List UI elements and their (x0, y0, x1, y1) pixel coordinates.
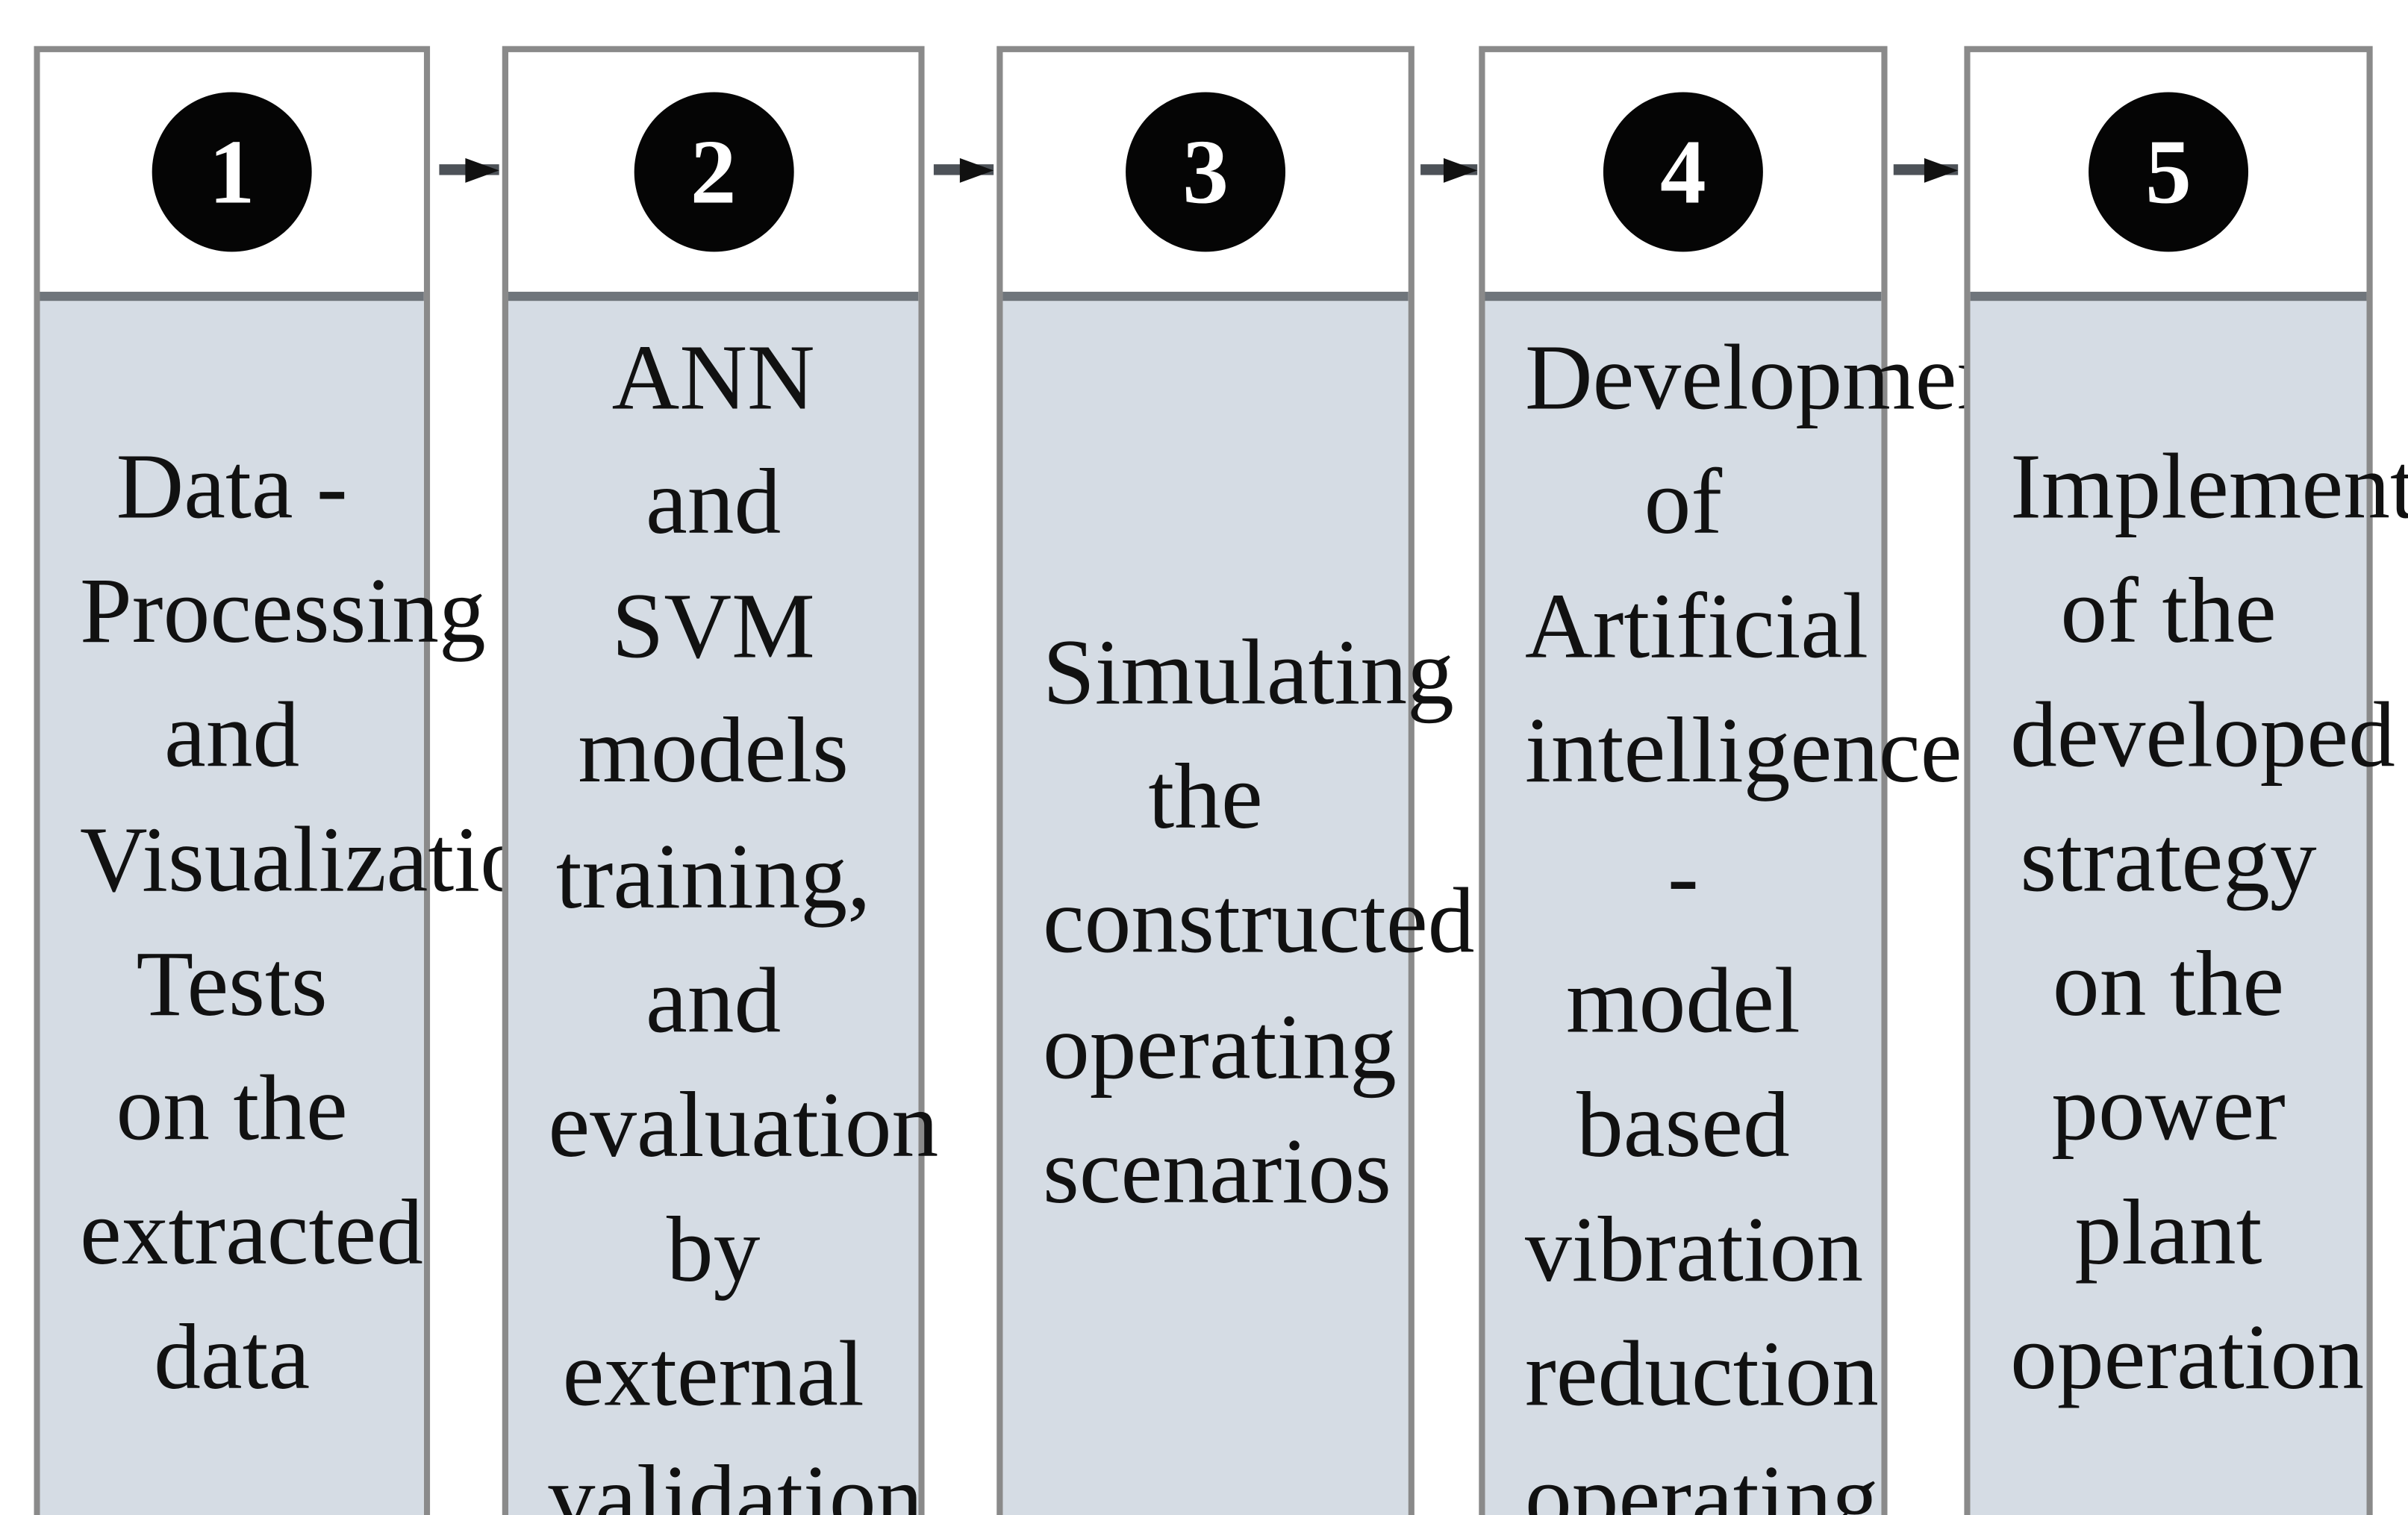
step-2-body: ANN and SVM models training, and evaluat… (508, 301, 939, 1515)
step-4-header: 4 (1485, 51, 1882, 302)
arrow-head-1 (465, 157, 499, 183)
step-3-label: Simulating the constructed operating sce… (1042, 622, 1475, 1224)
step-4-number-badge: 4 (1603, 92, 1763, 252)
arrow-step-4-to-step-5 (1893, 157, 1959, 183)
step-2-label: ANN and SVM models training, and evaluat… (548, 327, 939, 1515)
step-1-header: 1 (40, 51, 424, 302)
step-2-number-badge: 2 (633, 92, 793, 252)
step-1-body: Data - Processing and Visualization Test… (40, 301, 574, 1515)
arrow-head-3 (1443, 157, 1478, 183)
step-4-label: Development of Artificial intelligence -… (1524, 327, 2030, 1515)
process-step-5[interactable]: 5 Implementation of the developed strate… (1964, 46, 2408, 1515)
step-4-body: Development of Artificial intelligence -… (1485, 301, 2030, 1515)
step-5-label: Implementation of the developed strategy… (2010, 435, 2408, 1411)
arrow-step-2-to-step-3 (933, 157, 994, 183)
step-5-number-badge: 5 (2089, 92, 2249, 252)
arrow-head-2 (959, 157, 994, 183)
step-3-header: 3 (1002, 51, 1409, 302)
step-5-body: Implementation of the developed strategy… (1970, 301, 2408, 1515)
arrow-head-4 (1924, 157, 1959, 183)
step-2-header: 2 (508, 51, 919, 302)
process-step-2[interactable]: 2 ANN and SVM models training, and evalu… (502, 46, 939, 1515)
arrow-step-3-to-step-4 (1420, 157, 1478, 183)
step-1-number-badge: 1 (152, 92, 312, 252)
arrow-step-1-to-step-2 (439, 157, 499, 183)
step-5-header: 5 (1970, 51, 2367, 302)
step-1-label: Data - Processing and Visualization Test… (79, 435, 574, 1411)
process-step-1[interactable]: 1 Data - Processing and Visualization Te… (34, 46, 574, 1515)
process-step-4[interactable]: 4 Development of Artificial intelligence… (1479, 46, 2030, 1515)
step-3-number-badge: 3 (1126, 92, 1286, 252)
process-step-3[interactable]: 3 Simulating the constructed operating s… (996, 46, 1475, 1515)
step-3-body: Simulating the constructed operating sce… (1002, 301, 1475, 1515)
